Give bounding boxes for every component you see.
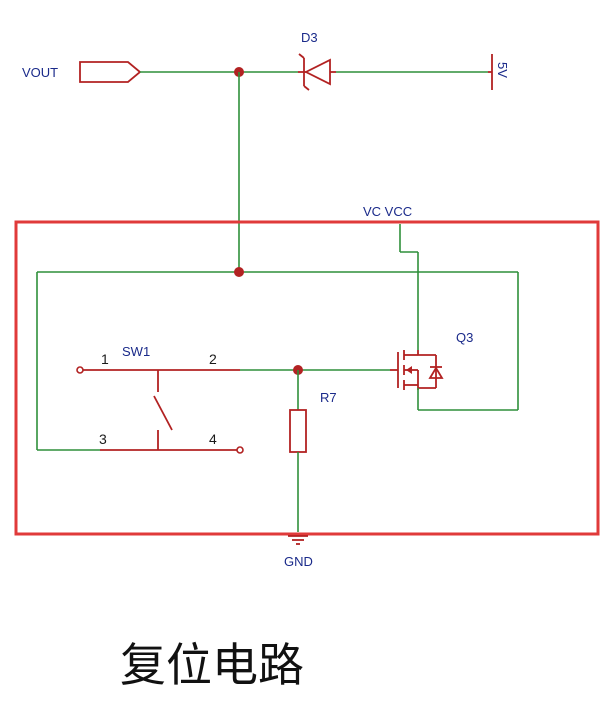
diode-label: D3 bbox=[301, 30, 318, 45]
diode-d3 bbox=[298, 53, 336, 91]
mosfet-q3 bbox=[390, 350, 444, 390]
switch-pin1-dot bbox=[76, 366, 84, 374]
pin1-label: 1 bbox=[101, 351, 109, 367]
resistor-label: R7 bbox=[320, 390, 337, 405]
reset-circuit-frame bbox=[14, 220, 600, 536]
pin3-label: 3 bbox=[99, 431, 107, 447]
switch-pin4-dot bbox=[236, 446, 244, 454]
vout-label: VOUT bbox=[22, 65, 58, 80]
switch-blade bbox=[153, 395, 173, 431]
vcc-label: VC VCC bbox=[363, 204, 412, 219]
ground-symbol bbox=[288, 535, 308, 545]
mosfet-label: Q3 bbox=[456, 330, 473, 345]
supply-5v-symbol bbox=[488, 54, 493, 90]
ground-label: GND bbox=[284, 554, 313, 569]
vout-port bbox=[79, 61, 142, 83]
resistor-r7 bbox=[289, 409, 307, 453]
diagram-caption: 复位电路 bbox=[120, 638, 304, 692]
pin4-label: 4 bbox=[209, 431, 217, 447]
junction-inner bbox=[234, 267, 244, 277]
pin2-label: 2 bbox=[209, 351, 217, 367]
switch-label: SW1 bbox=[122, 344, 150, 359]
supply-label: 5V bbox=[495, 62, 510, 78]
